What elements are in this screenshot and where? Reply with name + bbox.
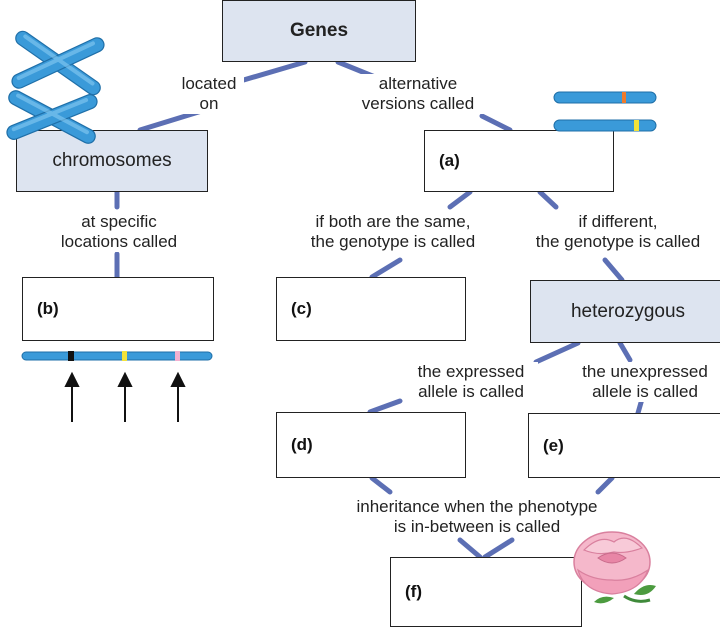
- label-line: at specific: [81, 212, 157, 231]
- label-line: versions called: [361, 94, 475, 113]
- connector: [595, 475, 615, 495]
- locus-chromosome-icon: [21, 351, 213, 422]
- chromosomes-label: chromosomes: [52, 150, 172, 171]
- genes-box: Genes: [222, 0, 416, 62]
- box-b-letter: (b): [37, 299, 59, 318]
- label-line: located: [181, 74, 237, 93]
- box-d-letter: (d): [291, 435, 313, 454]
- label-alternative-versions: alternative versions called: [340, 74, 496, 114]
- connector: [367, 398, 403, 415]
- label-line: the genotype is called: [310, 232, 476, 251]
- connector: [369, 475, 393, 495]
- pink-rose-icon: [573, 531, 656, 604]
- connector: [447, 189, 473, 210]
- connector: [617, 340, 633, 363]
- label-line: is in-between is called: [393, 517, 561, 536]
- label-in-between: inheritance when the phenotype is in-bet…: [346, 497, 608, 537]
- connector: [602, 257, 625, 283]
- heterozygous-box: heterozygous: [530, 280, 720, 343]
- label-line: the unexpressed: [582, 362, 708, 381]
- chromosome-pair-icon: [6, 30, 105, 144]
- answer-box-f[interactable]: (f): [390, 557, 582, 627]
- genes-label: Genes: [289, 20, 349, 41]
- label-line: if different,: [578, 212, 658, 231]
- box-a-letter: (a): [439, 151, 460, 170]
- label-line: the expressed: [417, 362, 525, 381]
- answer-box-a[interactable]: (a): [424, 130, 614, 192]
- connector: [482, 537, 515, 560]
- answer-box-e[interactable]: (e): [528, 413, 720, 478]
- connector: [457, 537, 483, 560]
- label-line: on: [199, 94, 219, 113]
- answer-box-b[interactable]: (b): [22, 277, 214, 341]
- label-different: if different, the genotype is called: [518, 212, 718, 252]
- chromosomes-box: chromosomes: [16, 130, 208, 192]
- heterozygous-label: heterozygous: [570, 300, 686, 322]
- label-line: allele is called: [592, 382, 698, 401]
- box-e-letter: (e): [543, 435, 564, 455]
- connector: [533, 340, 581, 365]
- label-both-same: if both are the same, the genotype is ca…: [290, 212, 496, 252]
- connector: [479, 113, 513, 133]
- label-line: locations called: [60, 232, 178, 251]
- label-line: inheritance when the phenotype: [356, 497, 598, 516]
- box-f-letter: (f): [405, 582, 422, 601]
- box-c-letter: (c): [291, 299, 312, 318]
- answer-box-d[interactable]: (d): [276, 412, 466, 478]
- label-expressed: the expressed allele is called: [404, 362, 538, 402]
- allele-chromosomes-icon: [553, 91, 657, 132]
- answer-box-c[interactable]: (c): [276, 277, 466, 341]
- label-specific-locations: at specific locations called: [42, 212, 196, 252]
- label-line: alternative: [378, 74, 458, 93]
- label-unexpressed: the unexpressed allele is called: [570, 362, 720, 402]
- label-line: if both are the same,: [315, 212, 471, 231]
- label-located-on: located on: [174, 74, 244, 114]
- connector: [369, 257, 403, 280]
- label-line: the genotype is called: [535, 232, 701, 251]
- label-line: allele is called: [418, 382, 524, 401]
- connector: [537, 189, 559, 210]
